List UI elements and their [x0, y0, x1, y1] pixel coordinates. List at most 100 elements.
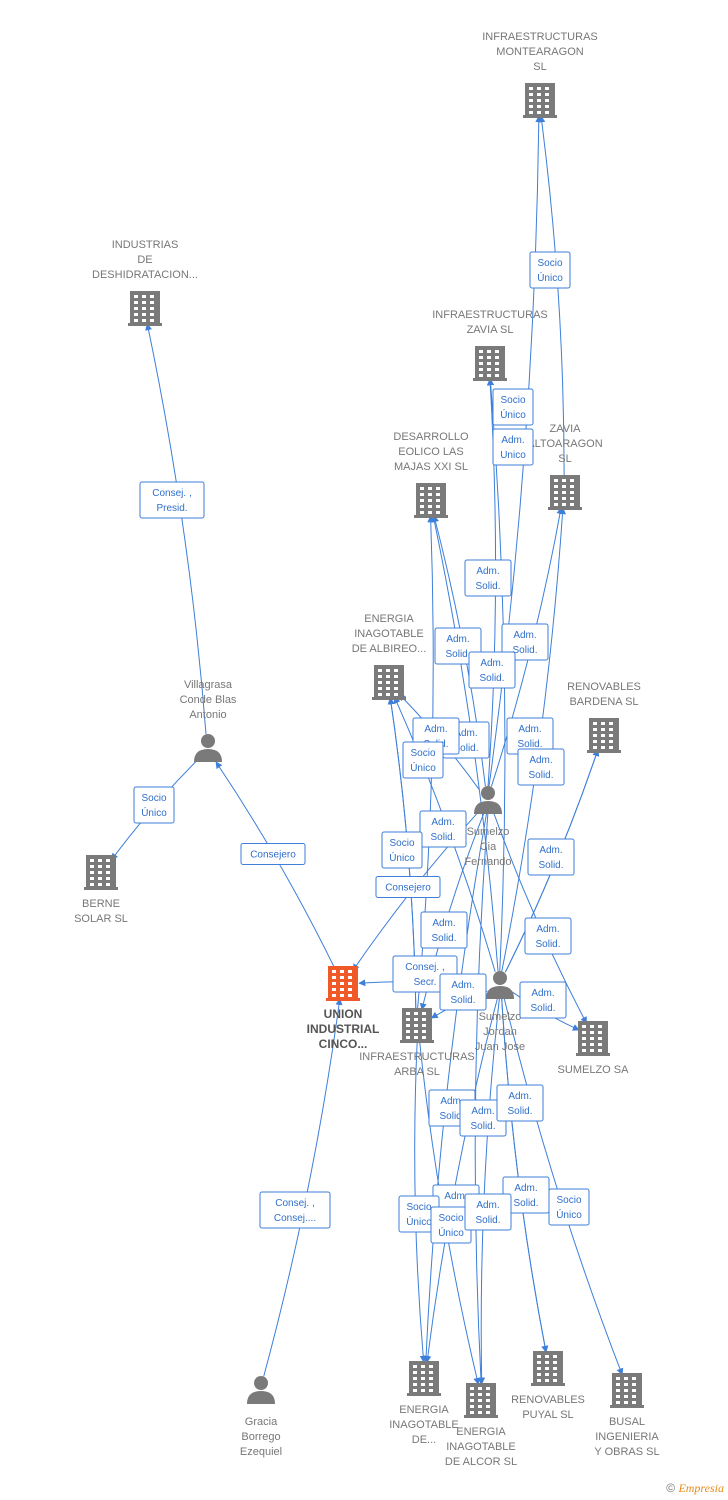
edge-label-e12[interactable]: Adm.Solid.: [506, 717, 554, 755]
edge-label-text: Adm.: [476, 566, 499, 577]
edge-label-e28[interactable]: Consej. ,Consej....: [259, 1191, 331, 1229]
edge-label-e16[interactable]: Adm.Solid.: [419, 810, 467, 848]
edge-label-text: Solid.: [530, 1003, 555, 1014]
edge-label-e15[interactable]: Consejero: [240, 843, 306, 865]
node-label-line: INGENIERIA: [595, 1431, 659, 1443]
building-icon: [128, 291, 162, 326]
edge-label-e5[interactable]: Adm.Solid.: [464, 559, 512, 597]
footer-brand[interactable]: © Empresia: [666, 1481, 724, 1496]
edge-villagrasa-deshidratacion: [145, 323, 207, 735]
edge-label-text: Socio: [438, 1213, 463, 1224]
building-icon: [464, 1383, 498, 1418]
node-label-line: Ezequiel: [240, 1446, 282, 1458]
edge-juanjose-alcor: [478, 998, 500, 1385]
node-label-line: INDUSTRIAS: [112, 239, 179, 251]
building-icon: [531, 1351, 565, 1386]
node-label-line: Fernando: [464, 856, 511, 868]
building-icon: [473, 346, 507, 381]
edge-label-e27[interactable]: Adm.Solid.: [496, 1084, 544, 1122]
edge-label-e23[interactable]: Adm.Solid.: [439, 973, 487, 1011]
node-label-line: ZAVIA SL: [467, 324, 514, 336]
node-label-line: MONTEARAGON: [496, 46, 583, 58]
edge-label-e19[interactable]: Adm.Solid.: [527, 838, 575, 876]
node-label-line: Gracia: [245, 1416, 278, 1428]
edge-label-box: [548, 1188, 590, 1226]
edge-label-text: Único: [556, 1208, 582, 1221]
edge-label-e20[interactable]: Adm.Solid.: [420, 911, 468, 949]
edge-juanjose-puyal: [501, 998, 549, 1353]
edge-label-text: Solid.: [513, 1198, 538, 1209]
edge-label-text: Adm.: [501, 435, 524, 446]
edge-label-e13[interactable]: Adm.Solid.: [517, 748, 565, 786]
edge-label-text: Socio: [406, 1202, 431, 1213]
person-icon: [247, 1376, 275, 1404]
person-icon: [486, 971, 514, 999]
edge-label-e21[interactable]: Adm.Solid.: [524, 917, 572, 955]
edge-label-box: [529, 251, 571, 289]
edge-label-box: [501, 623, 549, 661]
edge-label-e33[interactable]: Adm.Solid.: [464, 1193, 512, 1231]
edge-juanjose-inag_de: [424, 998, 498, 1363]
edge-label-text: Solid.: [453, 743, 478, 754]
edge-label-box: [524, 917, 572, 955]
edge-label-e2[interactable]: Consej. ,Presid.: [139, 481, 205, 519]
edge-label-text: Consej. ,: [405, 962, 444, 973]
edge-label-e8[interactable]: Adm.Solid.: [468, 651, 516, 689]
edge-fernando-alcor: [474, 813, 489, 1385]
edge-label-text: Único: [438, 1226, 464, 1239]
edge-label-e4[interactable]: Adm.Unico: [492, 428, 534, 466]
building-icon: [414, 483, 448, 518]
edge-label-text: Único: [537, 271, 563, 284]
node-union[interactable]: UNIONINDUSTRIALCINCO...: [307, 966, 380, 1051]
building-icon: [400, 1008, 434, 1043]
node-sumelzo[interactable]: SUMELZO SA: [558, 1021, 630, 1076]
node-inag_de[interactable]: ENERGIAINAGOTABLEDE...: [389, 1361, 459, 1446]
edge-label-box: [381, 831, 423, 869]
node-deshidratacion[interactable]: INDUSTRIASDEDESHIDRATACION...: [92, 239, 198, 326]
edge-label-text: Solid.: [450, 995, 475, 1006]
node-label-line: BERNE: [82, 898, 120, 910]
copyright-icon: ©: [666, 1481, 676, 1495]
nodes-layer: INFRAESTRUCTURASMONTEARAGONSLINDUSTRIASD…: [74, 31, 660, 1468]
edge-label-e18[interactable]: Consejero: [375, 876, 441, 898]
building-icon: [523, 83, 557, 118]
edge-label-box: [496, 1084, 544, 1122]
edge-label-text: Consejero: [385, 883, 431, 894]
edge-label-text: Socio: [537, 258, 562, 269]
node-label-line: CINCO...: [319, 1037, 368, 1051]
node-label-line: INAGOTABLE: [389, 1419, 458, 1431]
edge-label-text: Consej....: [274, 1213, 316, 1224]
node-label-line: DE...: [412, 1434, 436, 1446]
edge-label-e24[interactable]: Adm.Solid.: [519, 981, 567, 1019]
edge-label-text: Socio: [556, 1195, 581, 1206]
edge-label-e6[interactable]: Adm.Solid.: [501, 623, 549, 661]
node-label-line: DE ALBIREO...: [352, 643, 427, 655]
node-label-line: Jordan: [483, 1026, 517, 1038]
building-icon: [576, 1021, 610, 1056]
edge-label-text: Consejero: [250, 850, 296, 861]
edge-label-text: Único: [406, 1215, 432, 1228]
node-label-line: EOLICO LAS: [398, 446, 463, 458]
